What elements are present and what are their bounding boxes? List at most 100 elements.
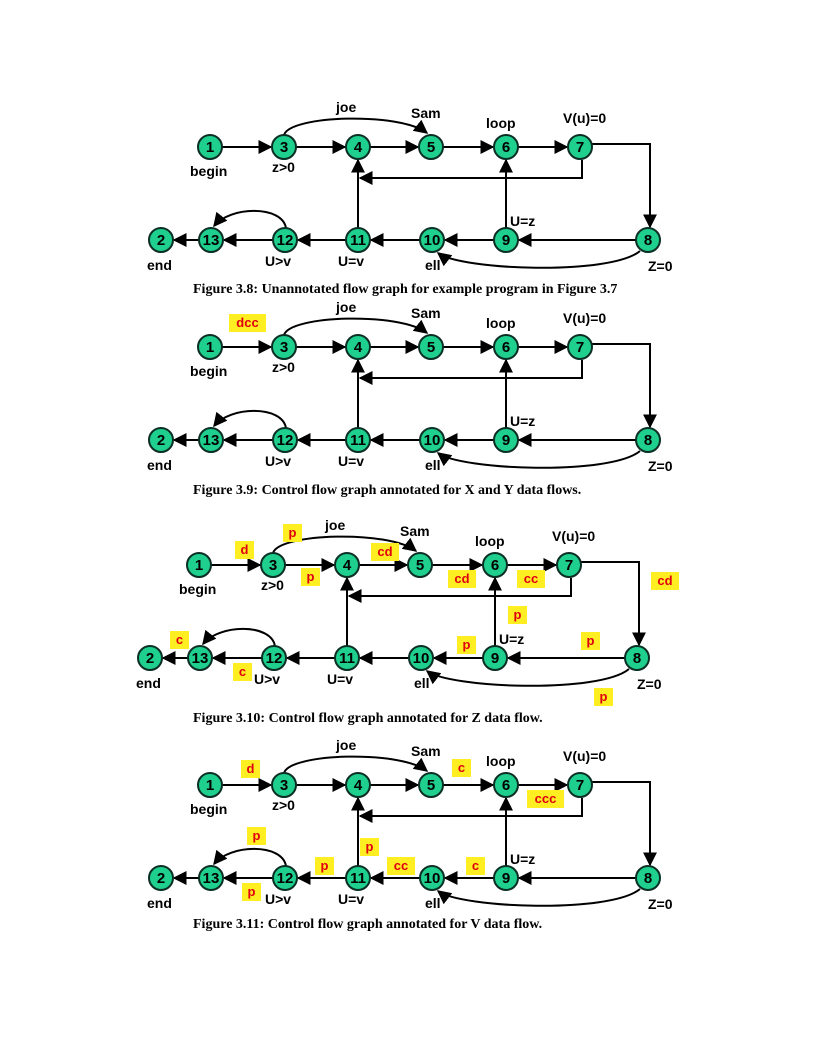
annotation-text: p <box>514 607 522 622</box>
annotation-badge: c <box>233 663 252 681</box>
node-label: 5 <box>416 557 424 574</box>
graph-label: z>0 <box>261 577 284 593</box>
annotation-badge: cc <box>387 857 415 875</box>
annotation-text: c <box>472 858 479 873</box>
edge-7-8 <box>592 343 657 429</box>
annotation-text: ccc <box>535 791 557 806</box>
node-label: 10 <box>413 650 430 667</box>
edge-3-5-arc <box>283 117 429 136</box>
node-circle <box>345 227 371 253</box>
annotation-box <box>241 760 260 778</box>
annotation-box <box>452 759 471 777</box>
annotation-box <box>283 524 302 542</box>
graph-label: U=v <box>327 671 353 687</box>
graph-label: loop <box>486 753 516 769</box>
node-circle <box>197 334 223 360</box>
node-circle <box>137 645 163 671</box>
annotation-text: cd <box>377 544 392 559</box>
annotation-text: cd <box>657 573 672 588</box>
annotation-badge: p <box>242 883 261 901</box>
graph-label: joe <box>324 517 345 533</box>
annotation-box <box>448 570 476 588</box>
annotation-text: cd <box>454 571 469 586</box>
node-label: 12 <box>277 870 294 887</box>
node-10: 10 <box>419 227 445 253</box>
edge-3-5-arc <box>283 755 429 774</box>
graph-label: end <box>147 257 172 273</box>
node-circle <box>419 227 445 253</box>
node-label: 3 <box>280 777 288 794</box>
annotation-badge: dcc <box>229 314 266 332</box>
figure-caption: Figure 3.10: Control flow graph annotate… <box>193 711 543 726</box>
edge-3-5-arc <box>283 317 429 336</box>
node-2: 2 <box>148 227 174 253</box>
node-8: 8 <box>635 427 661 453</box>
graph-label: loop <box>486 315 516 331</box>
annotation-box <box>517 570 545 588</box>
graph-label: z>0 <box>272 359 295 375</box>
node-label: 11 <box>350 870 366 887</box>
graph-label: V(u)=0 <box>552 528 595 544</box>
node-circle <box>260 552 286 578</box>
node-circle <box>345 427 371 453</box>
node-label: 9 <box>502 432 510 449</box>
node-4: 4 <box>345 334 371 360</box>
annotation-box <box>651 572 679 590</box>
edge-7-loop-back <box>358 160 583 185</box>
edge-7-8 <box>581 561 646 647</box>
annotation-text: p <box>248 884 256 899</box>
node-6: 6 <box>493 334 519 360</box>
graph-label: begin <box>179 581 216 597</box>
node-1: 1 <box>197 134 223 160</box>
graph-label: U=v <box>338 253 364 269</box>
graph-label: V(u)=0 <box>563 110 606 126</box>
node-circle <box>198 865 224 891</box>
node-circle <box>198 227 224 253</box>
node-circle <box>345 865 371 891</box>
node-9: 9 <box>493 227 519 253</box>
graph-label: loop <box>475 533 505 549</box>
node-label: 8 <box>633 650 641 667</box>
node-13: 13 <box>198 865 224 891</box>
node-label: 6 <box>502 339 510 356</box>
node-2: 2 <box>148 865 174 891</box>
figure-caption: Figure 3.8: Unannotated flow graph for e… <box>193 282 617 297</box>
annotation-box <box>360 838 379 856</box>
node-circle <box>493 772 519 798</box>
node-label: 6 <box>502 139 510 156</box>
node-2: 2 <box>148 427 174 453</box>
node-label: 3 <box>280 139 288 156</box>
node-label: 6 <box>502 777 510 794</box>
node-label: 4 <box>354 339 363 356</box>
annotation-box <box>170 631 189 649</box>
annotation-badge: p <box>247 827 266 845</box>
node-circle <box>493 334 519 360</box>
node-6: 6 <box>482 552 508 578</box>
annotation-box <box>466 857 485 875</box>
annotation-badge: cd <box>448 570 476 588</box>
node-label: 7 <box>565 557 573 574</box>
edge-12-13-arc <box>202 627 276 647</box>
node-circle <box>567 134 593 160</box>
annotation-text: d <box>241 542 249 557</box>
node-circle <box>345 334 371 360</box>
graph-label: ell <box>425 257 441 273</box>
node-circle <box>197 134 223 160</box>
annotation-box <box>242 883 261 901</box>
node-label: 2 <box>157 432 165 449</box>
graph-label: Z=0 <box>648 258 673 274</box>
node-13: 13 <box>198 427 224 453</box>
annotation-text: p <box>307 569 315 584</box>
annotation-badge: cc <box>517 570 545 588</box>
node-circle <box>271 334 297 360</box>
node-label: 7 <box>576 139 584 156</box>
node-3: 3 <box>271 134 297 160</box>
node-circle <box>635 865 661 891</box>
annotation-badge: p <box>315 857 334 875</box>
node-circle <box>418 772 444 798</box>
node-circle <box>493 427 519 453</box>
node-circle <box>334 552 360 578</box>
annotation-box <box>247 827 266 845</box>
